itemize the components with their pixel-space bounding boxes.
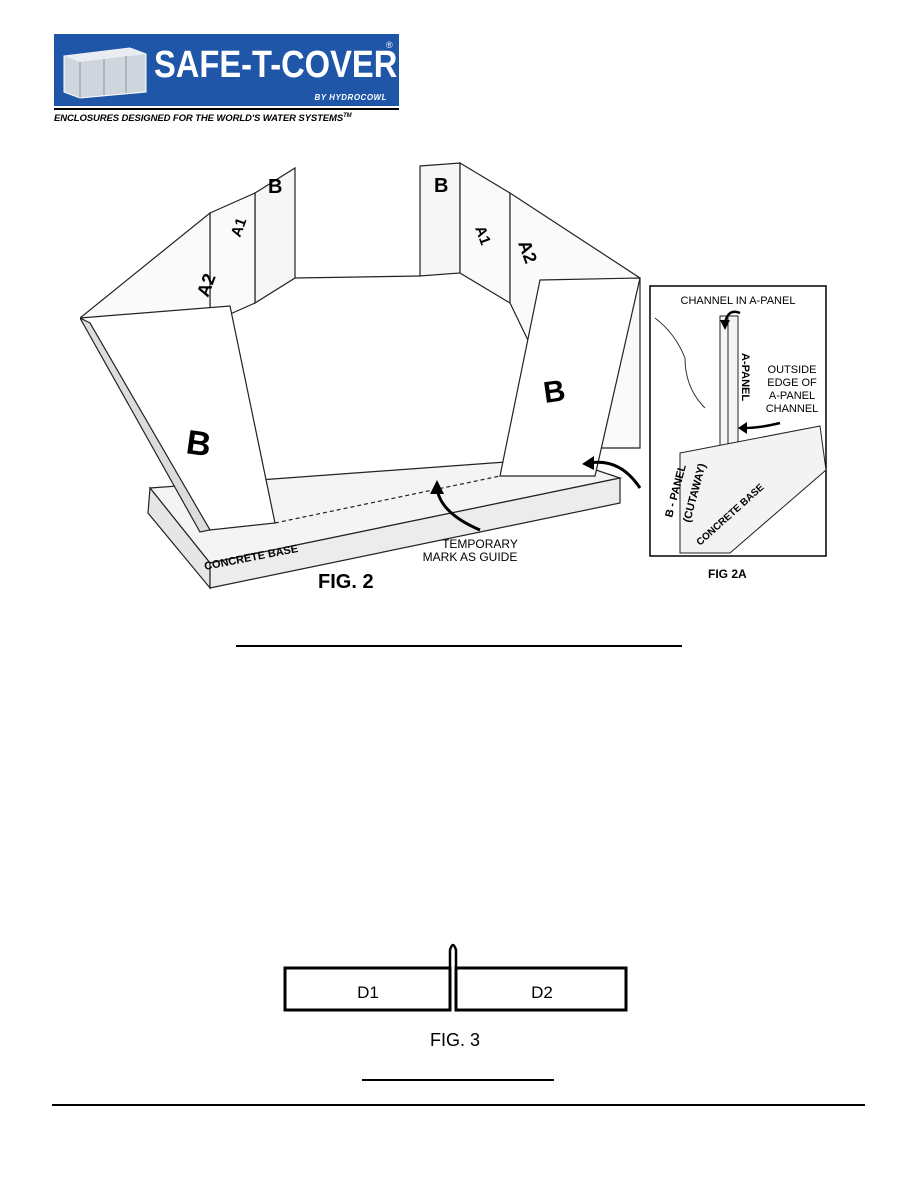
label-guide-line2: MARK AS GUIDE bbox=[423, 550, 518, 564]
label-a-panel: A-PANEL bbox=[739, 353, 751, 401]
label-b-front-right: B bbox=[541, 374, 567, 410]
label-b-back-left: B bbox=[268, 176, 282, 198]
label-b-front-left: B bbox=[184, 423, 214, 464]
label-a1-left: A1 bbox=[228, 216, 251, 240]
page-footer-rule bbox=[52, 1104, 865, 1106]
label-guide-line1: TEMPORARY bbox=[442, 537, 518, 551]
label-outside-edge-4: CHANNEL bbox=[766, 403, 819, 415]
enclosure-icon bbox=[63, 47, 147, 99]
brand-name: SAFE-T-COVER bbox=[154, 44, 398, 86]
label-d1: D1 bbox=[357, 983, 379, 1002]
registered-mark: ® bbox=[386, 40, 393, 50]
label-a1-right: A1 bbox=[471, 224, 494, 248]
brand-tagline: ENCLOSURES DESIGNED FOR THE WORLD'S WATE… bbox=[54, 113, 352, 125]
logo-divider bbox=[54, 108, 399, 110]
label-outside-edge-3: A-PANEL bbox=[769, 390, 815, 402]
fig3-panel-joint: D1 D2 FIG. 3 bbox=[283, 943, 628, 1050]
brand-byline: BY HYDROCOWL bbox=[314, 93, 387, 102]
label-outside-edge-1: OUTSIDE bbox=[768, 364, 817, 376]
fig2-enclosure-drawing: B B A1 A1 A2 A2 B B CONCRETE BASE TEMPOR… bbox=[80, 161, 827, 593]
fig3-caption: FIG. 3 bbox=[430, 1030, 480, 1050]
fig2a-inset: CHANNEL IN A-PANEL A-PANEL OUTSIDE EDGE … bbox=[649, 285, 827, 581]
label-d2: D2 bbox=[531, 983, 553, 1002]
fig2a-caption: FIG 2A bbox=[708, 567, 747, 581]
label-channel: CHANNEL IN A-PANEL bbox=[681, 295, 796, 307]
label-b-back-right: B bbox=[434, 175, 448, 197]
fig2-caption: FIG. 2 bbox=[318, 571, 374, 593]
section-rule-2 bbox=[362, 1079, 554, 1081]
brand-logo: SAFE-T-COVER ® BY HYDROCOWL bbox=[54, 34, 399, 106]
section-rule-1 bbox=[236, 645, 682, 647]
label-outside-edge-2: EDGE OF bbox=[767, 377, 817, 389]
